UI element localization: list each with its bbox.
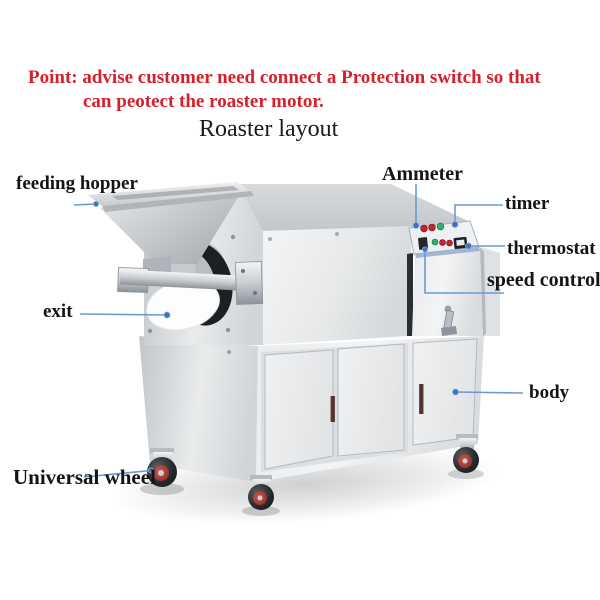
label-universal-wheel: Universal wheel: [13, 465, 156, 489]
panel-screw: [335, 232, 339, 236]
label-thermostat: thermostat: [507, 238, 596, 259]
wheel-shadow: [140, 483, 184, 495]
plate-screw: [230, 234, 236, 240]
panel-button-red: [428, 223, 436, 232]
clamp-arm: [119, 269, 261, 292]
wheel-shadow: [448, 469, 484, 479]
caster-wheel-right: [453, 434, 479, 473]
thermostat-display-window: [456, 239, 465, 246]
warning-line-2: can peotect the roaster motor.: [83, 91, 324, 112]
hopper-tray-lip: [102, 191, 254, 212]
door-handle: [330, 396, 335, 422]
panel-button-green: [431, 238, 439, 246]
cabinet-door-middle: [337, 343, 405, 457]
diagram-title: Roaster layout: [199, 116, 339, 142]
label-ammeter: Ammeter: [382, 163, 464, 185]
hopper-funnel: [100, 194, 240, 266]
speed-control-knob: [418, 237, 429, 250]
wheel-shadow: [242, 506, 280, 516]
panel-button-red: [439, 239, 446, 246]
housing-front-panel: [263, 226, 412, 345]
hinge-screw: [241, 269, 245, 273]
cabinet-screw: [227, 350, 231, 354]
panel-button-red: [420, 224, 428, 233]
cabinet-door-left: [264, 349, 334, 470]
door-latch: [441, 305, 457, 336]
label-feeding-hopper: feeding hopper: [16, 173, 138, 194]
hinge-screw: [253, 291, 257, 295]
plate-screw: [225, 327, 231, 333]
door-handle: [419, 384, 424, 414]
label-timer: timer: [505, 193, 550, 214]
plate-screw: [147, 328, 153, 334]
panel-screw: [268, 237, 272, 241]
hinge-bracket: [234, 261, 264, 305]
housing-gap: [407, 253, 413, 336]
caster-wheel-front-left: [147, 448, 177, 487]
label-exit: exit: [43, 301, 73, 322]
warning-line-1: Point: advise customer need connect a Pr…: [28, 67, 541, 88]
cabinet-left-side: [139, 336, 258, 482]
housing-roof: [237, 184, 470, 231]
panel-button-red: [446, 239, 453, 247]
caster-wheel-middle: [248, 475, 274, 510]
hopper-tray-slot: [112, 186, 239, 200]
warning-note: Point: advise customer need connect a Pr…: [28, 66, 568, 114]
label-speed-control: speed control: [487, 269, 600, 291]
label-body: body: [529, 382, 570, 403]
panel-button-green: [436, 222, 445, 231]
